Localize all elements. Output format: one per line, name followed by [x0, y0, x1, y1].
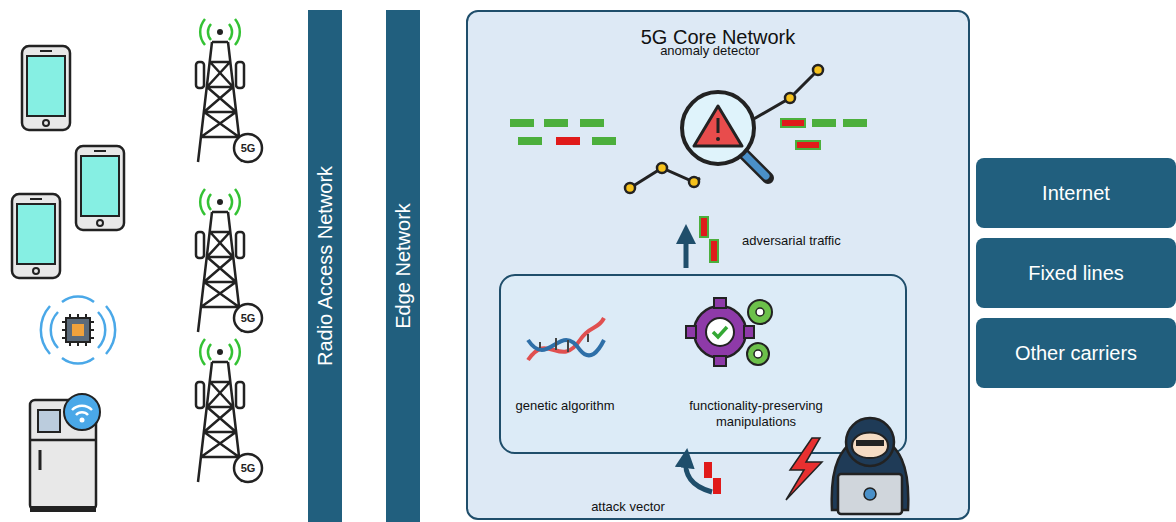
component-label: genetic algorithm: [515, 398, 615, 414]
annotation-label: anomaly detector: [660, 43, 760, 58]
external-network-box: Fixed lines: [976, 238, 1176, 308]
badge-text: 5G: [241, 312, 256, 324]
box-label: Internet: [1042, 182, 1110, 205]
external-network-box: Other carriers: [976, 318, 1176, 388]
band-label: Radio Access Network: [314, 166, 337, 366]
badge-text: 5G: [241, 462, 256, 474]
annotation-label: adversarial traffic: [742, 233, 841, 248]
network-band: Edge Network: [386, 10, 420, 522]
box-label: Other carriers: [1015, 342, 1137, 365]
attack-module-box: genetic algorithm functionality-preservin…: [499, 274, 907, 454]
annotation-label: attack vector: [591, 499, 665, 514]
badge-text: 5G: [241, 142, 256, 154]
band-label: Edge Network: [392, 203, 415, 329]
network-band: Radio Access Network: [308, 10, 342, 522]
external-network-box: Internet: [976, 158, 1176, 228]
box-label: Fixed lines: [1028, 262, 1124, 285]
component-label: functionality-preserving manipulations: [651, 398, 861, 431]
